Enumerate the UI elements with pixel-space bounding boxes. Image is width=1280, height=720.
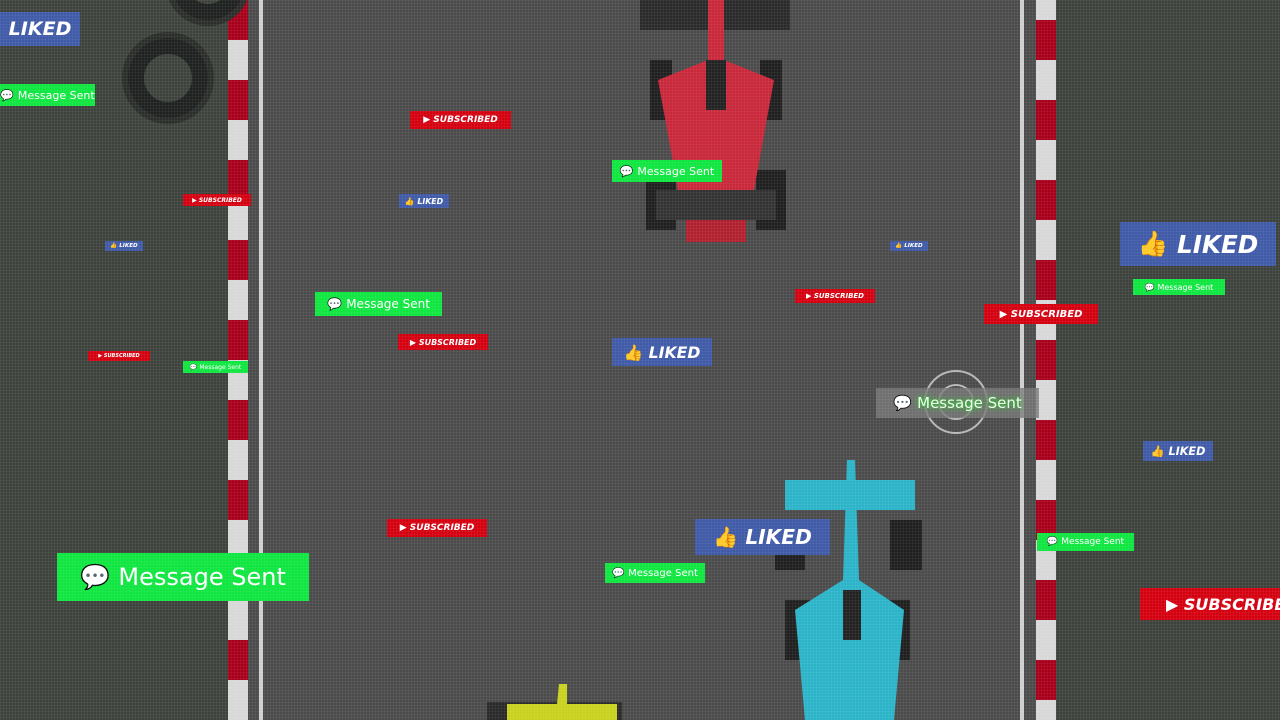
thumbs-up-icon: 👍 [1150, 444, 1165, 458]
badge-label: Message Sent [628, 567, 698, 579]
thumbs-up-icon: 👍 [713, 525, 739, 549]
badge-label: Message Sent [1157, 282, 1214, 292]
subscribed-badge: ▶SUBSCRIBED [398, 334, 488, 350]
badge-label: LIKED [1177, 229, 1259, 259]
message-badge: 💬Message Sent [1037, 533, 1134, 551]
thumbs-up-icon: 👍 [623, 342, 644, 362]
badge-label: SUBSCRIBED [1183, 594, 1280, 614]
badge-label: SUBSCRIBED [813, 292, 864, 300]
red-race-car [640, 0, 790, 242]
liked-badge: 👍 LIKED [1120, 222, 1276, 266]
subscribed-badge: ▶SUBSCRIBED [984, 304, 1098, 324]
subscribed-badge: ▶SUBSCRIBED [410, 111, 511, 129]
message-badge: 💬Message Sent [612, 160, 722, 182]
chat-bubble-icon: 💬 [327, 297, 343, 311]
play-icon: ▶ [409, 337, 417, 347]
chat-bubble-icon: 💬 [1144, 282, 1155, 292]
right-kerb [1036, 0, 1056, 720]
left-kerb [228, 0, 248, 720]
badge-label: LIKED [417, 196, 444, 206]
tire-stack [128, 38, 208, 118]
message-badge: 💬Message Sent [57, 553, 309, 601]
subscribed-badge: ▶SUBSCRIBED [387, 519, 487, 537]
play-icon: ▶ [806, 292, 812, 300]
badge-label: SUBSCRIBED [433, 115, 498, 125]
message-badge: 💬Message Sent [605, 563, 705, 583]
badge-label: LIKED [8, 18, 72, 40]
message-badge: 💬Message Sent [1133, 279, 1225, 295]
badge-label: Message Sent [346, 297, 430, 311]
right-track-line [1020, 0, 1024, 720]
liked-badge: 👍LIKED [0, 12, 80, 46]
message-badge: 💬Message Sent [315, 292, 442, 316]
thumbs-up-icon: 👍 [895, 243, 903, 249]
badge-label: SUBSCRIBED [103, 353, 140, 359]
play-icon: ▶ [192, 196, 197, 204]
liked-badge: 👍LIKED [105, 241, 143, 251]
badge-label: SUBSCRIBED [409, 523, 475, 533]
chat-bubble-icon: 💬 [1046, 537, 1059, 547]
chat-bubble-icon: 💬 [0, 88, 15, 102]
thumbs-up-icon: 👍 [110, 243, 118, 249]
chat-bubble-icon: 💬 [189, 363, 198, 371]
badge-label: LIKED [904, 243, 923, 249]
cyan-race-car [775, 460, 922, 720]
badge-label: LIKED [119, 243, 138, 249]
badge-label: LIKED [1168, 444, 1206, 458]
left-track-line [259, 0, 263, 720]
play-icon: ▶ [999, 308, 1008, 320]
play-icon: ▶ [98, 353, 103, 359]
badge-label: SUBSCRIBED [198, 196, 242, 204]
chat-bubble-icon: 💬 [619, 164, 634, 178]
subscribed-badge: ▶SUBSCRIBED [183, 194, 251, 206]
liked-badge: 👍LIKED [612, 338, 712, 366]
chat-bubble-icon: 💬 [893, 394, 912, 412]
liked-badge: 👍LIKED [1143, 441, 1213, 461]
badge-label: Message Sent [118, 563, 286, 591]
thumbs-up-icon: 👍 [1137, 229, 1169, 258]
badge-label: SUBSCRIBED [1010, 308, 1083, 320]
subscribed-badge: ▶SUBSCRIBED [795, 289, 875, 303]
badge-label: Message Sent [1061, 537, 1125, 547]
badge-label: Message Sent [637, 164, 715, 178]
yellow-race-car [487, 684, 622, 720]
liked-badge: 👍LIKED [695, 519, 830, 555]
badge-label: LIKED [745, 525, 812, 549]
badge-label: Message Sent [199, 363, 242, 371]
badge-label: Message Sent [17, 88, 95, 102]
chat-bubble-icon: 💬 [612, 567, 625, 579]
message-badge: 💬 Message Sent [876, 388, 1039, 418]
badge-label: Message Sent [917, 394, 1022, 412]
liked-badge: 👍LIKED [890, 241, 928, 251]
thumbs-up-icon: 👍 [404, 196, 415, 206]
play-icon: ▶ [1166, 594, 1179, 614]
badge-label: SUBSCRIBED [418, 337, 477, 347]
chat-bubble-icon: 💬 [80, 563, 111, 591]
message-badge: 💬Message Sent [0, 84, 95, 106]
subscribed-badge: ▶SUBSCRIBED [1140, 588, 1280, 620]
subscribed-badge: ▶SUBSCRIBED [88, 351, 150, 361]
message-badge: 💬Message Sent [183, 361, 248, 373]
badge-label: LIKED [648, 342, 701, 362]
liked-badge: 👍LIKED [399, 194, 449, 208]
play-icon: ▶ [423, 115, 431, 125]
play-icon: ▶ [399, 523, 407, 533]
